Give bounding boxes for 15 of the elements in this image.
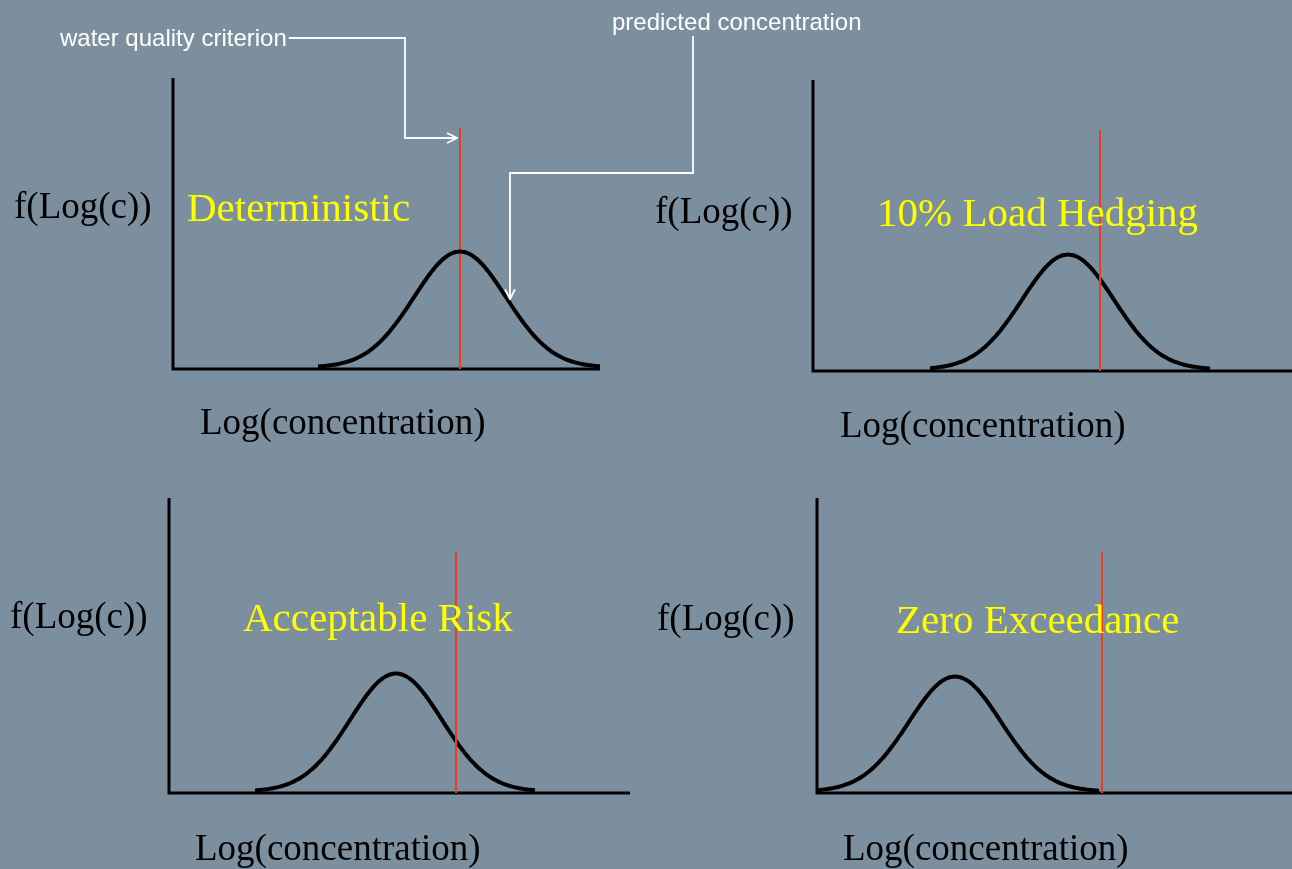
annotation-text: water quality criterion xyxy=(60,26,287,50)
axis-label: f(Log(c)) xyxy=(14,187,152,224)
criterion-line xyxy=(459,127,461,370)
axis-label: Log(concentration) xyxy=(840,406,1126,443)
axis-label: Log(concentration) xyxy=(195,829,481,866)
method-title: Deterministic xyxy=(187,187,411,228)
axis-label: Log(concentration) xyxy=(843,829,1129,866)
distribution-curve xyxy=(316,249,602,369)
annotation-text: predicted concentration xyxy=(612,10,862,34)
axis-label: f(Log(c)) xyxy=(655,192,793,229)
axis-label: f(Log(c)) xyxy=(657,599,795,636)
axis-label: Log(concentration) xyxy=(200,403,486,440)
axis-label: f(Log(c)) xyxy=(10,597,148,634)
leader-line xyxy=(287,37,458,144)
leader-line xyxy=(504,35,694,301)
